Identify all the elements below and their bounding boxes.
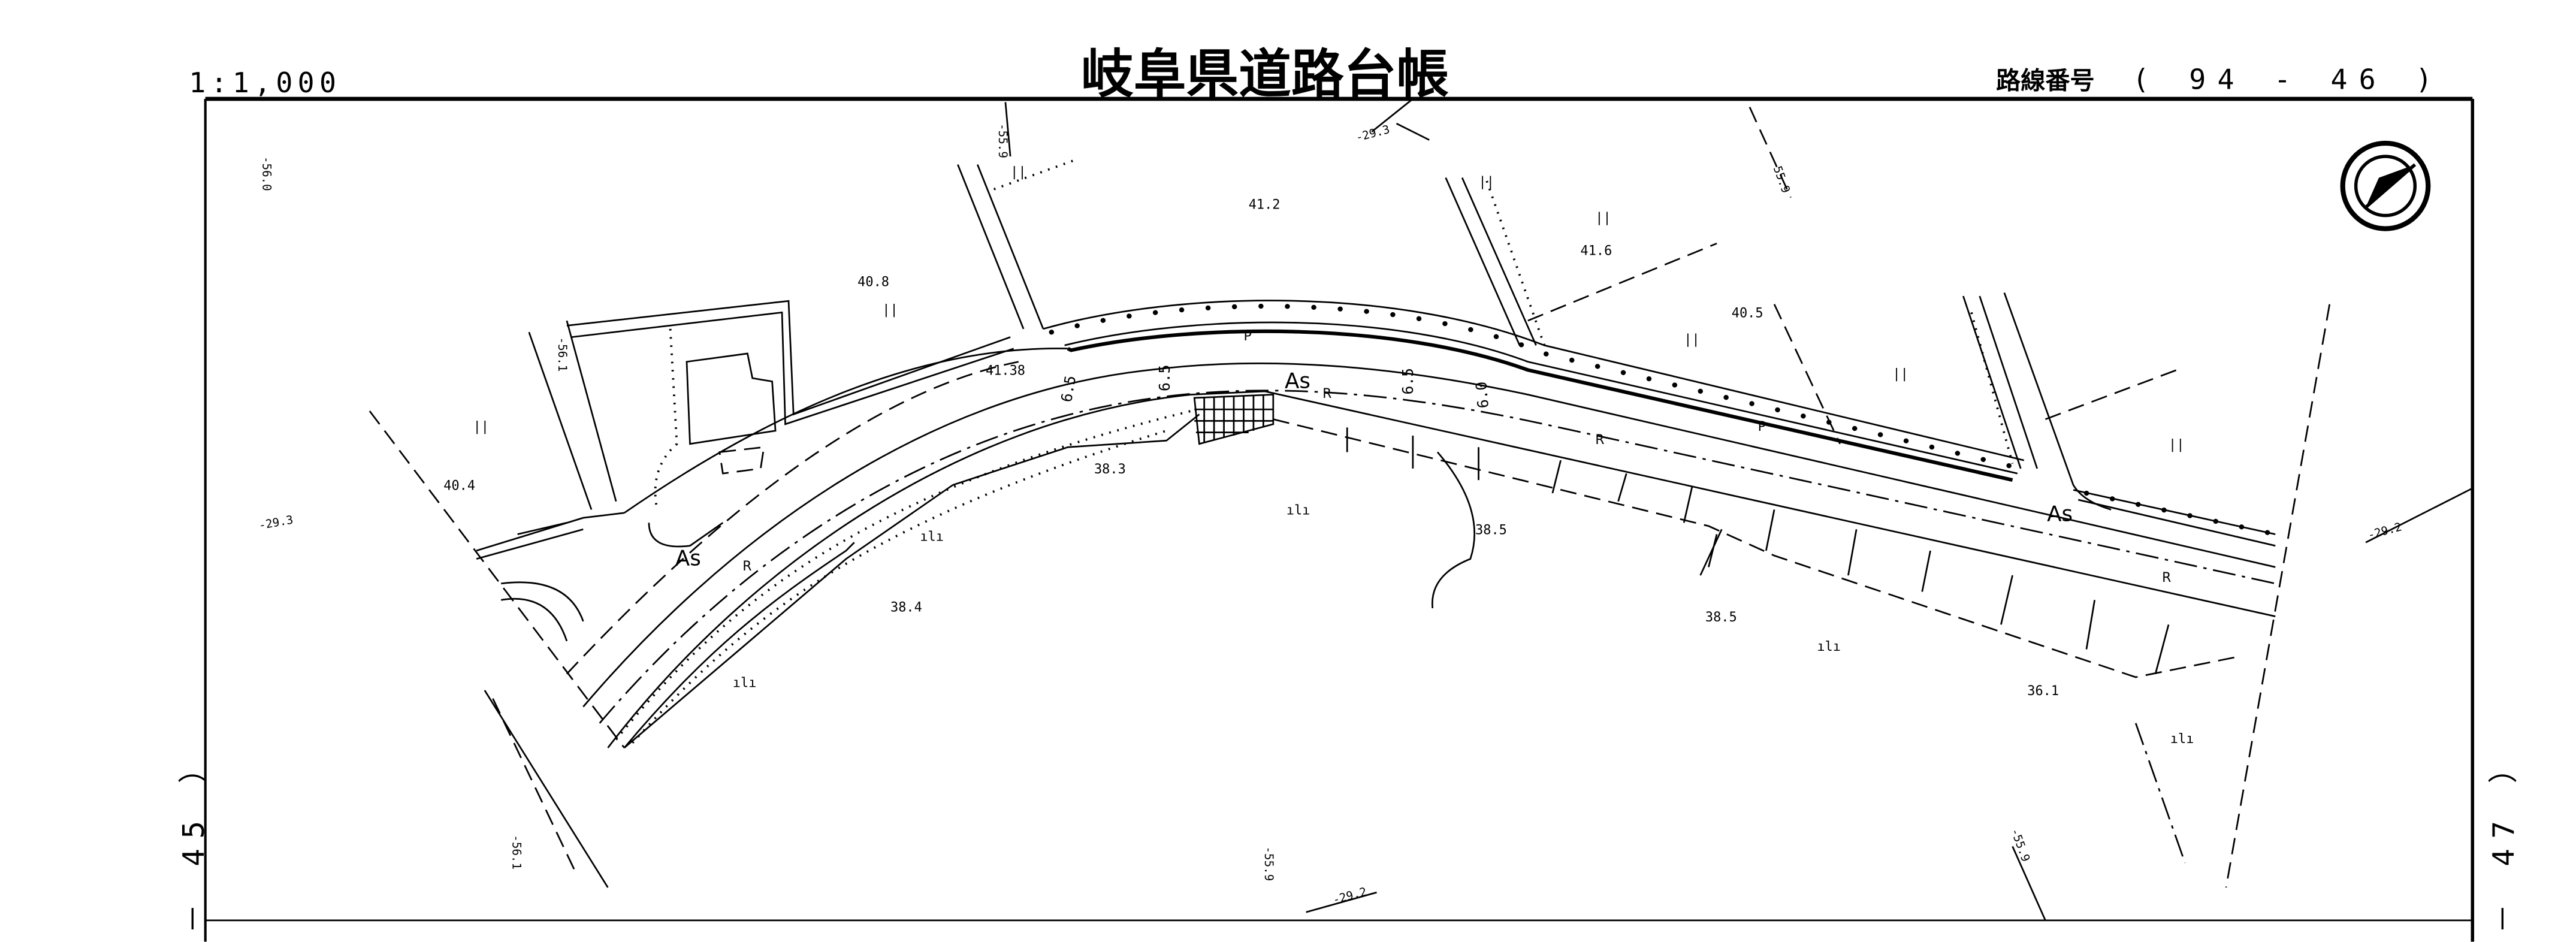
map-label: R [742, 559, 751, 574]
map-label: As [675, 547, 701, 571]
route-number: ( 94 - 46 ) [2133, 64, 2444, 96]
map-label: || [1684, 333, 1699, 348]
map-label: As [1285, 369, 1310, 394]
north-arrow-icon [2340, 140, 2431, 231]
map-label: || [473, 419, 489, 434]
map-label: ılı [920, 530, 944, 545]
map-label: ılı [2170, 732, 2194, 747]
map-label: -29.3 [258, 513, 294, 533]
page-title: 岐阜県道路台帳 [1081, 44, 1449, 105]
map-label: P [1758, 419, 1766, 434]
map-label: 38.5 [1475, 523, 1507, 538]
parcel-boundaries [369, 98, 2473, 921]
map-label: || [1479, 174, 1494, 189]
boundary-marks: -29.3 -29.3 -29.2 -29.2 -55.9 -55.9 -55.… [258, 122, 2403, 907]
map-label: -55.9 [996, 123, 1010, 158]
map-label: 38.4 [890, 600, 922, 615]
elevation-points: 41.2 41.6 40.8 40.5 41.38 40.4 38.3 38.4… [443, 198, 2059, 699]
map-label: || [1892, 367, 1908, 382]
map-label: ılı [733, 676, 757, 691]
map-label: 40.8 [857, 275, 889, 290]
map-label: -56.0 [260, 156, 274, 191]
building-lot [476, 300, 1014, 642]
right-sheet-number: － 47 ） [2486, 744, 2521, 934]
map-label: 41.2 [1249, 198, 1281, 213]
map-label: 6.0 [1472, 381, 1492, 409]
map-label: R [1322, 387, 1331, 401]
map-label: P [1243, 329, 1251, 344]
road-labels: As As As 6.5 6.5 6.5 6.0 P P R R R R [675, 329, 2171, 585]
map-label: 38.5 [1705, 610, 1737, 625]
map-label: -55.9 [1262, 846, 1276, 881]
map-label: R [1595, 433, 1604, 448]
map-label: -56.1 [555, 337, 569, 372]
map-label: 6.5 [1058, 374, 1079, 403]
route-label: 路線番号 [1996, 67, 2094, 95]
map-label: -55.9 [2008, 826, 2033, 864]
map-label: || [882, 303, 898, 318]
map-label: As [2047, 502, 2073, 527]
map-label: -29.2 [2366, 520, 2403, 542]
slope [1273, 418, 2234, 678]
map-label: R [2162, 570, 2171, 585]
road [566, 300, 2278, 749]
map-label: -29.3 [1354, 122, 1391, 144]
map-label: 40.5 [1732, 306, 1763, 321]
land-use-symbols: || || || || || || || || ılı ılı ılı ılı … [473, 165, 2194, 747]
map-label: 41.38 [986, 364, 1025, 379]
left-sheet-number: － 45 ） [176, 744, 211, 934]
map-label: || [2169, 437, 2184, 452]
map-label: 40.4 [443, 479, 475, 494]
map-label: -55.9 [1768, 158, 1793, 195]
map-label: -56.1 [509, 835, 523, 869]
map-label: -29.2 [1331, 884, 1369, 907]
scale-label: 1:1,000 [189, 67, 341, 99]
map-label: ılı [1287, 503, 1310, 518]
map-label: 6.5 [1156, 364, 1173, 391]
map-label: 38.3 [1094, 462, 1126, 477]
map-label: || [1010, 165, 1026, 180]
map-label: 6.5 [1399, 368, 1417, 395]
retaining-wall-grid [1193, 394, 1275, 445]
map-label: ılı [1817, 639, 1841, 654]
map-label: || [1595, 211, 1611, 226]
map-label: 41.6 [1581, 243, 1612, 258]
map-label: 36.1 [2027, 684, 2059, 699]
